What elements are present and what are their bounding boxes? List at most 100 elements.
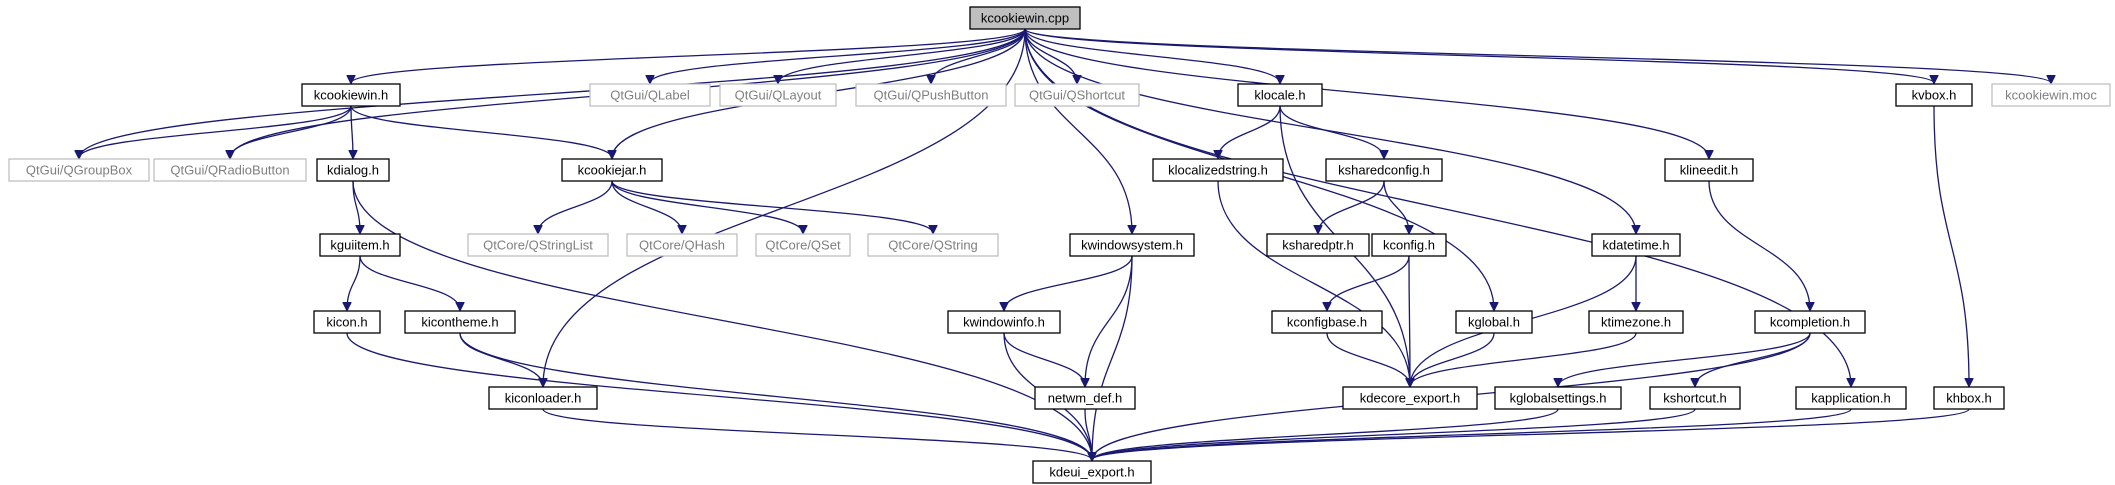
edge-root-to-kvbox-h [1024,28,1934,83]
node-label: QtGui/QLayout [735,88,822,103]
node-kiconloader-h[interactable]: kiconloader.h [488,386,598,410]
node-kconfig-h[interactable]: kconfig.h [1371,233,1447,257]
edge-root-to-kcookiewin-moc [1024,28,2051,83]
node-label: khbox.h [1946,391,1992,406]
edge-root-to-kapplication-h [1024,28,1851,386]
node-box [1266,233,1370,257]
node-label: kcookiewin.moc [2005,88,2097,103]
edge-kcookiejar-h-to-qset [611,180,803,233]
node-label: kdialog.h [327,163,379,178]
edge-kconfig-h-to-kdecore-export-h [1409,255,1410,386]
edge-kcompletion-h-to-kshortcut-h [1695,332,1811,386]
edge-kcompletion-h-to-kglobalsettings-h [1558,332,1811,386]
node-kapplication-h[interactable]: kapplication.h [1795,386,1907,410]
node-qhash: QtCore/QHash [626,233,738,257]
node-klocalizedstring-h[interactable]: klocalizedstring.h [1152,158,1284,182]
node-box [1649,386,1741,410]
edge-kcookiewin-h-to-kdialog-h [351,105,353,158]
node-kglobal-h[interactable]: kglobal.h [1455,310,1533,334]
node-box [1795,386,1907,410]
node-label: kwindowsystem.h [1081,238,1183,253]
node-kcookiewin-h[interactable]: kcookiewin.h [301,83,401,107]
node-label: kdeui_export.h [1049,465,1134,480]
edge-root-to-qpushbutton [931,28,1026,83]
node-ksharedptr-h[interactable]: ksharedptr.h [1266,233,1370,257]
edge-kshortcut-h-to-kdeui-export-h [1092,408,1696,460]
node-klineedit-h[interactable]: klineedit.h [1664,158,1754,182]
node-label: klineedit.h [1680,163,1739,178]
node-box [1933,386,2005,410]
node-kcookiejar-h[interactable]: kcookiejar.h [561,158,663,182]
node-label: QtGui/QPushButton [874,88,989,103]
node-box [561,158,663,182]
edge-kicontheme-h-to-kiconloader-h [459,332,543,386]
node-ksharedconfig-h[interactable]: ksharedconfig.h [1325,158,1443,182]
edge-kguiitem-h-to-kicon-h [347,255,361,310]
edge-ksharedconfig-h-to-kconfig-h [1383,180,1409,233]
node-qradiobutton: QtGui/QRadioButton [153,158,307,182]
node-box [1664,158,1754,182]
edge-kwindowsystem-h-to-netwm-def-h [1085,255,1133,386]
node-label: kguiitem.h [330,238,389,253]
node-box [1591,233,1681,257]
node-qlabel: QtGui/QLabel [589,83,711,107]
node-box [1371,233,1447,257]
edge-kicon-h-to-kdeui-export-h [346,332,1092,460]
edge-root-to-qlabel [650,28,1026,83]
node-label: QtGui/QGroupBox [26,163,133,178]
node-box [319,233,401,257]
node-kcompletion-h[interactable]: kcompletion.h [1754,310,1866,334]
edge-kguiitem-h-to-kicontheme-h [359,255,460,310]
edge-kicontheme-h-to-kdeui-export-h [459,332,1092,460]
node-label: QtGui/QRadioButton [170,163,289,178]
node-kguiitem-h[interactable]: kguiitem.h [319,233,401,257]
node-kdatetime-h[interactable]: kdatetime.h [1591,233,1681,257]
node-box [1271,310,1383,334]
node-kconfigbase-h[interactable]: kconfigbase.h [1271,310,1383,334]
edge-root-to-qgroupbox [79,28,1026,158]
node-label: klocale.h [1254,88,1305,103]
node-label: QtCore/QStringList [483,238,593,253]
node-kdeui-export-h[interactable]: kdeui_export.h [1032,460,1152,484]
node-box [1237,83,1323,107]
edge-kcookiejar-h-to-qstring [611,180,933,233]
node-khbox-h[interactable]: khbox.h [1933,386,2005,410]
node-box [1152,158,1284,182]
node-kicontheme-h[interactable]: kicontheme.h [404,310,516,334]
edge-kvbox-h-to-khbox-h [1933,105,1969,386]
node-box [1032,460,1152,484]
node-box [301,83,401,107]
node-kvbox-h[interactable]: kvbox.h [1895,83,1973,107]
node-label: ktimezone.h [1601,315,1671,330]
node-kwindowsystem-h[interactable]: kwindowsystem.h [1069,233,1195,257]
node-label: kglobalsettings.h [1510,391,1607,406]
node-kglobalsettings-h[interactable]: kglobalsettings.h [1494,386,1622,410]
node-qstringlist: QtCore/QStringList [467,233,609,257]
edge-klocale-h-to-ksharedconfig-h [1279,105,1384,158]
node-box [755,233,851,257]
node-klocale-h[interactable]: klocale.h [1237,83,1323,107]
edge-kcookiewin-h-to-qgroupbox [79,105,352,158]
node-box [313,310,381,334]
node-netwm-def-h[interactable]: netwm_def.h [1034,386,1136,410]
edge-kcookiewin-h-to-kcookiejar-h [350,105,612,158]
node-kshortcut-h[interactable]: kshortcut.h [1649,386,1741,410]
edge-ksharedconfig-h-to-ksharedptr-h [1318,180,1385,233]
node-box [1342,386,1478,410]
node-label: QtCore/QSet [765,238,841,253]
node-kdialog-h[interactable]: kdialog.h [316,158,390,182]
node-label: kcookiewin.h [314,88,388,103]
node-label: QtGui/QShortcut [1029,88,1125,103]
node-box [855,83,1007,107]
edge-kconfigbase-h-to-kdecore-export-h [1326,332,1410,386]
node-kdecore-export-h[interactable]: kdecore_export.h [1342,386,1478,410]
edge-kglobalsettings-h-to-kdeui-export-h [1092,408,1559,460]
node-box [719,83,837,107]
edge-kwindowsystem-h-to-kwindowinfo-h [1004,255,1133,310]
node-label: kicon.h [326,315,367,330]
node-ktimezone-h[interactable]: ktimezone.h [1588,310,1684,334]
edge-kcookiejar-h-to-qstringlist [538,180,613,233]
node-kicon-h[interactable]: kicon.h [313,310,381,334]
node-kwindowinfo-h[interactable]: kwindowinfo.h [947,310,1061,334]
